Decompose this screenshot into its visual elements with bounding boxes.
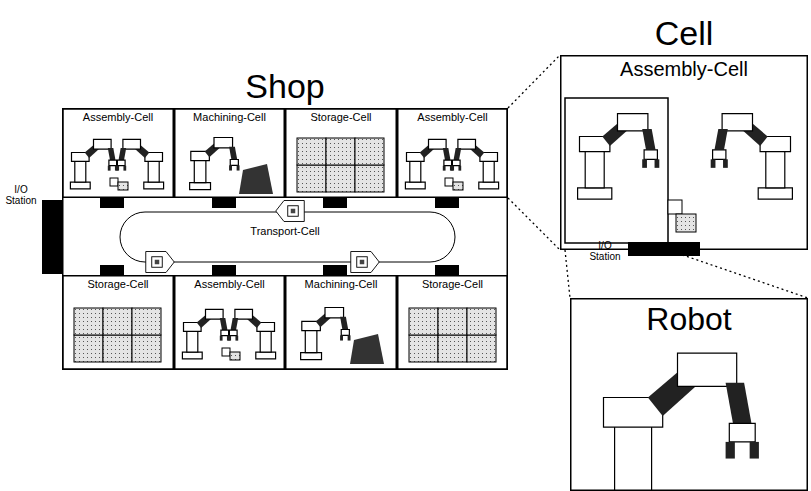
cell-label: Machining-Cell — [174, 108, 285, 124]
cell-box: Storage-Cell — [285, 108, 397, 198]
cell-box: Storage-Cell — [397, 275, 508, 370]
station-label: I/O Station — [1, 184, 41, 206]
cell-box: Machining-Cell — [285, 275, 397, 370]
transport-band: Transport-Cell — [62, 198, 508, 275]
cell-label: Transport-Cell — [62, 225, 508, 238]
cell-box: Machining-Cell — [174, 108, 285, 198]
cell-label: Storage-Cell — [285, 108, 397, 124]
heading: Shop — [62, 67, 508, 106]
cell-label: Assembly-Cell — [560, 55, 808, 81]
cell-box: Storage-Cell — [62, 275, 174, 370]
station-label: I/O Station — [584, 240, 626, 262]
cell-label: Robot — [570, 298, 808, 338]
cell-box: Assembly-Cell — [174, 275, 285, 370]
cell-box: Assembly-Cell — [397, 108, 508, 198]
cell-box: Assembly-Cell — [62, 108, 174, 198]
robot-zoom-box: Robot — [570, 298, 808, 491]
cell-label: Assembly-Cell — [62, 108, 174, 124]
cell-label: Assembly-Cell — [174, 275, 285, 291]
cell-zoom-box: CellAssembly-Cell — [560, 55, 808, 250]
cell-label: Machining-Cell — [285, 275, 397, 291]
cell-label: Assembly-Cell — [397, 108, 508, 124]
cell-label: Storage-Cell — [62, 275, 174, 291]
heading: Cell — [560, 14, 808, 53]
cell-label: Storage-Cell — [397, 275, 508, 291]
zoom-line — [508, 55, 560, 250]
shop-frame: ShopAssembly-CellMachining-CellStorage-C… — [62, 108, 508, 370]
